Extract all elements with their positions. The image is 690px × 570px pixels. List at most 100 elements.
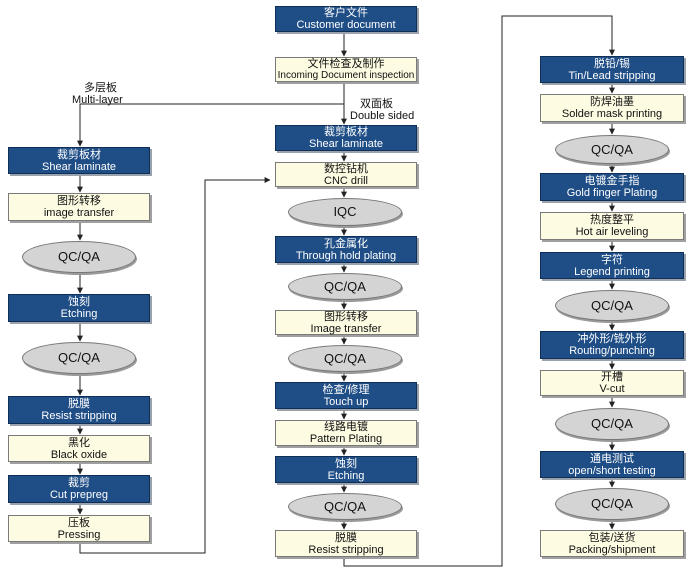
gold-finger-plating-step: 电镀金手指 Gold finger Plating bbox=[540, 173, 684, 201]
step-label-en: Solder mask printing bbox=[561, 108, 663, 120]
check-label: QC/QA bbox=[58, 249, 100, 264]
pressing-step: 压板 Pressing bbox=[8, 515, 150, 542]
transfer-connector bbox=[343, 15, 615, 567]
step-label-zh: 包装/送货 bbox=[588, 531, 636, 544]
packing-shipment-step: 包装/送货 Packing/shipment bbox=[540, 530, 684, 557]
branch-label-en: Double sided bbox=[350, 110, 415, 122]
tin-lead-stripping-step: 脱铅/锡 Tin/Lead stripping bbox=[540, 56, 684, 83]
step-label-zh: 裁剪 bbox=[68, 477, 90, 489]
left-etching-step: 蚀刻 Etching bbox=[8, 294, 150, 322]
step-label-zh: 裁剪板材 bbox=[324, 126, 368, 138]
step-label-zh: 黑化 bbox=[68, 436, 90, 449]
image-transfer-step: 图形转移 Image transfer bbox=[275, 310, 417, 335]
qcqa-check: QC/QA bbox=[555, 135, 669, 164]
incoming-inspection-step: 文件检查及制作 Incoming Document inspection bbox=[275, 57, 417, 82]
step-label-en: Through hold plating bbox=[295, 249, 397, 262]
shear-laminate-step: 裁剪板材 Shear laminate bbox=[275, 125, 417, 151]
touch-up-step: 检查/修理 Touch up bbox=[275, 382, 417, 409]
qcqa-check: QC/QA bbox=[22, 241, 136, 273]
step-label-en: Shear laminate bbox=[42, 160, 116, 173]
step-label-en: Packing/shipment bbox=[568, 543, 656, 556]
step-label-zh: 数控钻机 bbox=[324, 162, 368, 175]
customer-document-step: 客户文件 Customer document bbox=[275, 6, 417, 32]
step-label-en: Cut prepreg bbox=[49, 489, 109, 501]
double-sided-label: 双面板 Double sided bbox=[350, 98, 414, 122]
iqc-check: IQC bbox=[288, 198, 402, 226]
step-label-zh: 客户文件 bbox=[324, 7, 368, 19]
step-label-zh: 防焊油墨 bbox=[590, 96, 634, 108]
step-label-zh: 文件检查及制作 bbox=[307, 57, 385, 70]
step-label-en: Tin/Lead stripping bbox=[568, 69, 656, 82]
branch-label-zh: 多层板 bbox=[84, 82, 117, 94]
hot-air-leveling-step: 热度整平 Hot air leveling bbox=[540, 212, 684, 240]
check-label: QC/QA bbox=[324, 498, 366, 514]
qcqa-check: QC/QA bbox=[288, 345, 402, 372]
black-oxide-step: 黑化 Black oxide bbox=[8, 435, 150, 462]
left-image-transfer-step: 图形转移 image transfer bbox=[8, 193, 150, 221]
step-label-en: Gold finger Plating bbox=[566, 187, 658, 199]
branch-label-zh: 双面板 bbox=[360, 98, 393, 110]
step-label-zh: 线路电镀 bbox=[324, 421, 368, 433]
step-label-zh: 脱膜 bbox=[335, 531, 357, 544]
step-label-en: Black oxide bbox=[50, 448, 108, 461]
step-label-zh: 电镀金手指 bbox=[584, 175, 640, 187]
step-label-en: Pressing bbox=[57, 528, 101, 541]
return-connector bbox=[79, 177, 271, 554]
qcqa-check: QC/QA bbox=[288, 273, 402, 300]
check-label: QC/QA bbox=[591, 496, 633, 511]
qcqa-check: QC/QA bbox=[555, 408, 669, 440]
step-label-en: image transfer bbox=[43, 207, 115, 219]
check-label: QC/QA bbox=[591, 416, 633, 431]
step-label-zh: 脱膜 bbox=[68, 398, 90, 410]
v-cut-step: 开槽 V-cut bbox=[540, 370, 684, 396]
step-label-zh: 孔金属化 bbox=[324, 237, 368, 250]
step-label-en: Resist stripping bbox=[308, 543, 384, 556]
step-label-zh: 图形转移 bbox=[324, 310, 368, 323]
step-label-en: Etching bbox=[60, 308, 98, 320]
step-label-en: open/short testing bbox=[568, 464, 656, 477]
step-label-zh: 检查/修理 bbox=[322, 383, 370, 396]
step-label-en: Routing/punching bbox=[569, 345, 655, 357]
qcqa-check: QC/QA bbox=[555, 488, 669, 520]
step-label-en: Shear laminate bbox=[309, 138, 383, 150]
step-label-en: Legend printing bbox=[574, 265, 650, 278]
cnc-drill-step: 数控钻机 CNC drill bbox=[275, 162, 417, 187]
step-label-en: Pattern Plating bbox=[309, 433, 383, 445]
step-label-zh: 图形转移 bbox=[57, 195, 101, 207]
step-label-zh: 热度整平 bbox=[590, 214, 634, 226]
step-label-en: Incoming Document inspection bbox=[277, 69, 415, 81]
step-label-en: Touch up bbox=[323, 395, 369, 408]
step-label-en: CNC drill bbox=[324, 174, 368, 187]
step-label-en: Customer document bbox=[296, 19, 396, 31]
qcqa-check: QC/QA bbox=[555, 290, 669, 321]
qcqa-check: QC/QA bbox=[288, 493, 402, 520]
branch-label-en: Multi-layer bbox=[72, 94, 123, 106]
step-label-zh: 通电测试 bbox=[590, 452, 634, 465]
open-short-testing-step: 通电测试 open/short testing bbox=[540, 451, 684, 478]
etching-step: 蚀刻 Etching bbox=[275, 456, 417, 483]
legend-printing-step: 字符 Legend printing bbox=[540, 252, 684, 279]
step-label-en: V-cut bbox=[599, 383, 625, 395]
routing-punching-step: 冲外形/铣外形 Routing/punching bbox=[540, 331, 684, 359]
left-resist-stripping-step: 脱膜 Resist stripping bbox=[8, 396, 150, 424]
step-label-en: Image transfer bbox=[310, 322, 382, 335]
step-label-zh: 蚀刻 bbox=[335, 457, 357, 470]
cut-prepreg-step: 裁剪 Cut prepreg bbox=[8, 475, 150, 503]
check-label: IQC bbox=[333, 204, 357, 219]
check-label: QC/QA bbox=[591, 141, 633, 157]
step-label-zh: 冲外形/铣外形 bbox=[577, 333, 647, 345]
through-hole-plating-step: 孔金属化 Through hold plating bbox=[275, 236, 417, 263]
check-label: QC/QA bbox=[324, 350, 366, 366]
check-label: QC/QA bbox=[58, 350, 100, 365]
pattern-plating-step: 线路电镀 Pattern Plating bbox=[275, 420, 417, 446]
step-label-zh: 开槽 bbox=[601, 371, 623, 383]
check-label: QC/QA bbox=[324, 278, 366, 294]
resist-stripping-step: 脱膜 Resist stripping bbox=[275, 530, 417, 557]
left-shear-laminate-step: 裁剪板材 Shear laminate bbox=[8, 147, 150, 174]
step-label-zh: 裁剪板材 bbox=[57, 148, 101, 161]
step-label-zh: 压板 bbox=[68, 516, 90, 529]
step-label-zh: 脱铅/锡 bbox=[593, 57, 631, 70]
multi-layer-label: 多层板 Multi-layer bbox=[72, 82, 123, 106]
step-label-en: Hot air leveling bbox=[575, 226, 649, 238]
